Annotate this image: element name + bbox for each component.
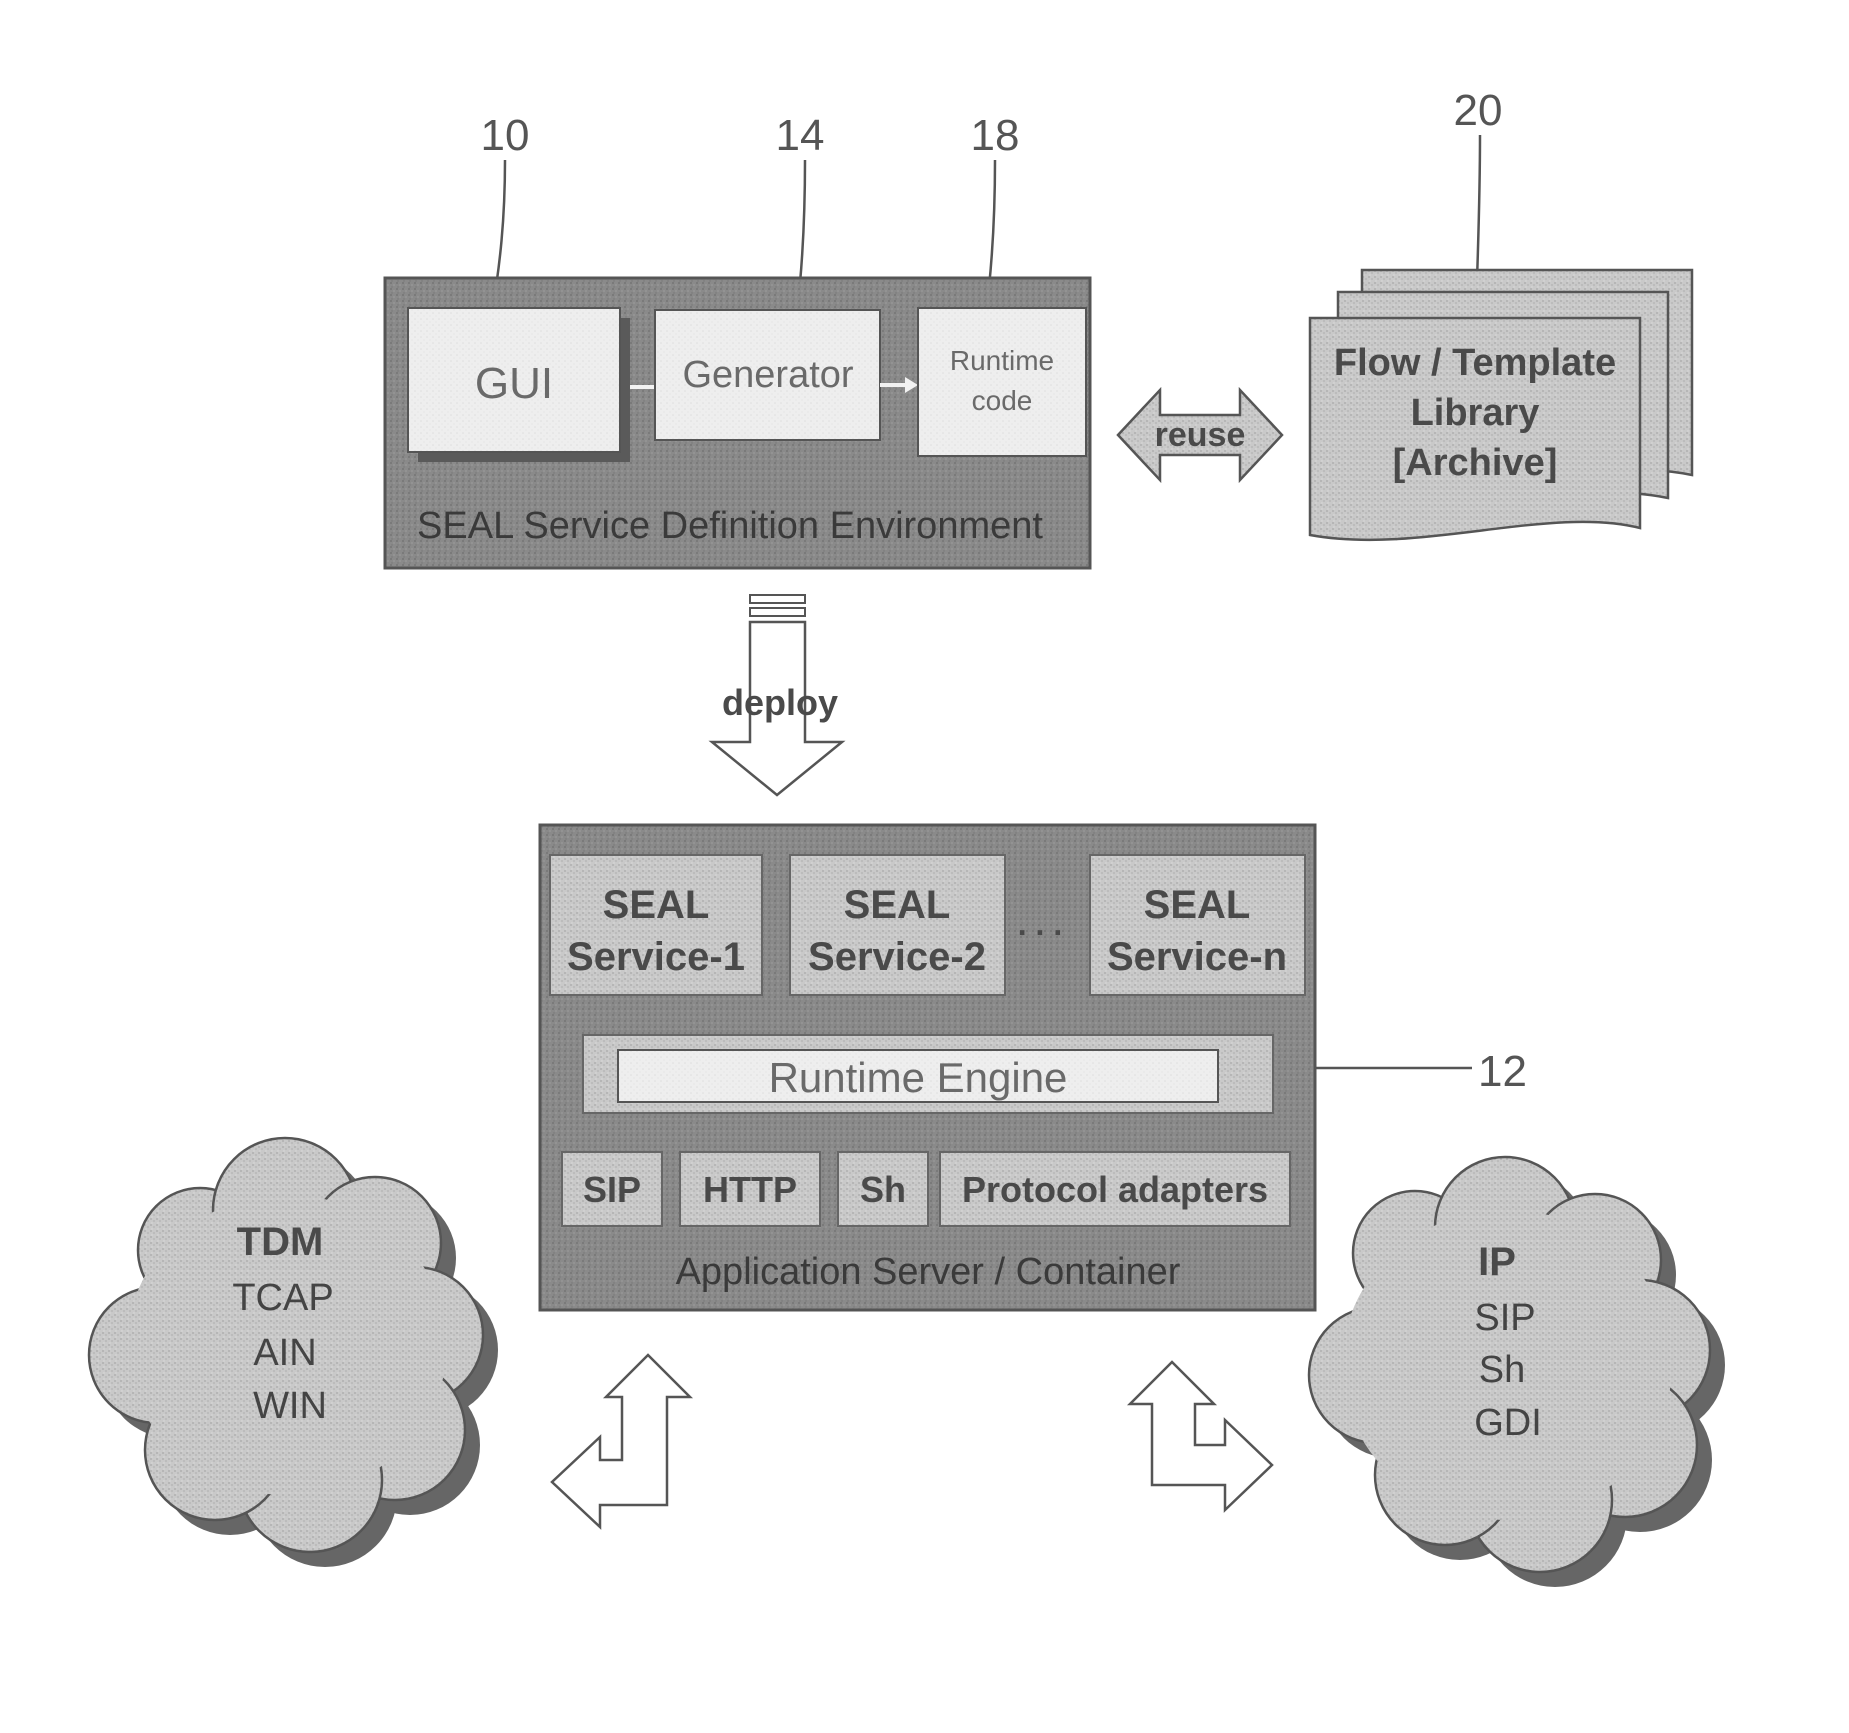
generator-label: Generator xyxy=(682,354,853,396)
application-server: SEAL Service-1 SEAL Service-2 . . . SEAL… xyxy=(540,825,1315,1310)
service-n-line2: Service-n xyxy=(1107,935,1287,979)
app-server-caption: Application Server / Container xyxy=(676,1251,1181,1293)
service-1-line1: SEAL xyxy=(603,883,710,927)
sde-caption: SEAL Service Definition Environment xyxy=(417,505,1043,547)
tdm-cloud: TDM TCAP AIN WIN xyxy=(89,1138,498,1567)
adapter-sip-label: SIP xyxy=(583,1169,641,1210)
ip-item-sh: Sh xyxy=(1479,1349,1525,1391)
ref-runtime-engine: 12 xyxy=(1478,1047,1527,1096)
ref-generator: 14 xyxy=(776,111,825,160)
tdm-bidirectional-arrow xyxy=(552,1355,690,1527)
deploy-label: deploy xyxy=(722,682,838,723)
runtime-code-line2: code xyxy=(972,385,1033,416)
services-ellipsis: . . . xyxy=(1018,906,1062,942)
service-2-line2: Service-2 xyxy=(808,935,986,979)
ref-gui: 10 xyxy=(481,111,530,160)
runtime-engine-label: Runtime Engine xyxy=(769,1054,1068,1101)
runtime-code-line1: Runtime xyxy=(950,345,1054,376)
deploy-arrow: deploy xyxy=(712,595,842,795)
ref-library: 20 xyxy=(1454,86,1503,135)
ip-item-sip: SIP xyxy=(1474,1297,1535,1339)
gui-label: GUI xyxy=(475,359,553,408)
service-n-line1: SEAL xyxy=(1144,883,1251,927)
service-1-line2: Service-1 xyxy=(567,935,745,979)
library-line2: Library xyxy=(1411,392,1540,434)
library-line1: Flow / Template xyxy=(1334,342,1616,384)
ip-bidirectional-arrow xyxy=(1130,1362,1272,1510)
ip-title: IP xyxy=(1478,1240,1516,1284)
service-2-line1: SEAL xyxy=(844,883,951,927)
adapter-protocol-label: Protocol adapters xyxy=(962,1169,1268,1210)
tdm-item-win: WIN xyxy=(253,1385,327,1427)
ip-cloud: IP SIP Sh GDI xyxy=(1309,1157,1725,1587)
ip-item-gdi: GDI xyxy=(1474,1402,1542,1444)
adapter-http-label: HTTP xyxy=(703,1169,797,1210)
reuse-arrow: reuse xyxy=(1118,390,1282,480)
ref-runtime-code: 18 xyxy=(971,111,1020,160)
tdm-item-ain: AIN xyxy=(253,1332,316,1374)
template-library: Flow / Template Library [Archive] xyxy=(1310,270,1692,540)
library-line3: [Archive] xyxy=(1393,442,1558,484)
runtime-code-box xyxy=(918,308,1086,456)
adapter-sh-label: Sh xyxy=(860,1169,906,1210)
tdm-item-tcap: TCAP xyxy=(232,1277,333,1319)
service-definition-environment: GUI Generator Runtime code SEAL Service … xyxy=(385,278,1090,568)
reuse-label: reuse xyxy=(1155,416,1246,454)
tdm-title: TDM xyxy=(237,1220,324,1264)
deploy-tail-1 xyxy=(750,595,805,603)
deploy-tail-2 xyxy=(750,608,805,616)
